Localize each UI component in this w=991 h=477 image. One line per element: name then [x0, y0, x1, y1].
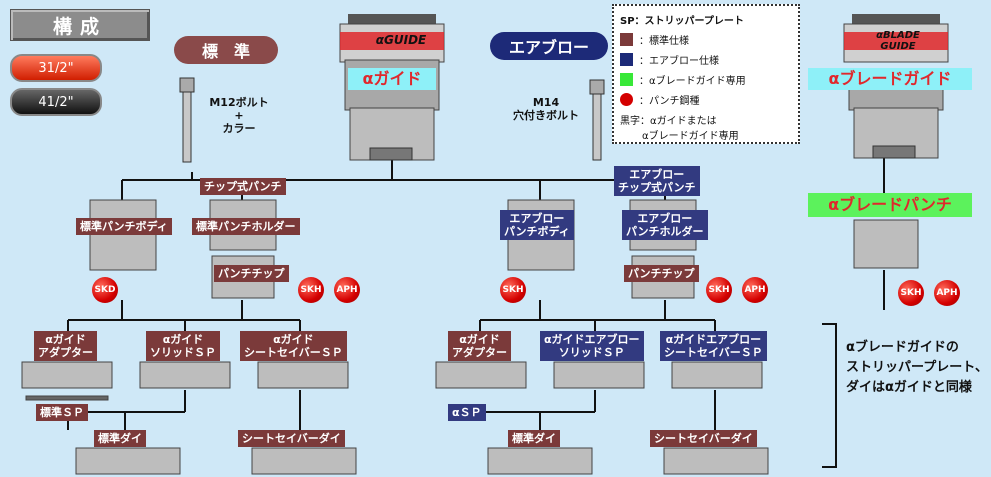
std-sp-tag: 標準ＳＰ	[36, 404, 88, 421]
legend-blade-text: ：αブレードガイド専用	[639, 76, 746, 87]
aph-ball-2: APH	[742, 277, 768, 303]
legend-box: SP：ストリッパープレート ：標準仕様 ：エアブロー仕様 ：αブレードガイド専用…	[612, 4, 800, 144]
adapter-1-line1: αガイド	[45, 333, 86, 346]
saver-2-line1: αガイドエアブロー	[665, 333, 762, 346]
legend-steel-swatch	[620, 93, 633, 106]
saver-1-line1: αガイド	[273, 333, 314, 346]
legend-steel-text: ：パンチ鋼種	[639, 96, 700, 107]
legend-standard-swatch	[620, 33, 633, 46]
skh-ball-4: SKH	[898, 280, 924, 306]
airblow-oval-text: エアブロー	[508, 38, 589, 57]
adapter-2-line2: アダプター	[452, 346, 507, 359]
air-holder-tag: エアブローパンチホルダー	[622, 210, 708, 240]
blade-note: αブレードガイドの ストリッパープレート、 ダイはαガイドと同様	[846, 338, 988, 398]
saver-2-tag: αガイドエアブローシートセイバーＳＰ	[660, 331, 767, 361]
legend-black-row: 黒字：αガイドまたは αブレードガイド専用	[620, 112, 739, 142]
adapter-2-tag: αガイドアダプター	[448, 331, 511, 361]
saver-1-tag: αガイドシートセイバーＳＰ	[240, 331, 347, 361]
page-title-text: 構成	[52, 15, 107, 38]
skd-ball: SKD	[92, 277, 118, 303]
air-body-line2: パンチボディ	[504, 225, 570, 238]
solid-1-line2: ソリッドＳＰ	[150, 346, 216, 359]
air-holder-line2: パンチホルダー	[626, 225, 704, 238]
blade-guide-label: αブレードガイド	[808, 68, 972, 90]
legend-airblow-row: ：エアブロー仕様	[620, 52, 719, 67]
die-shapes	[75, 447, 769, 475]
alpha-guide-label: αガイド	[348, 68, 436, 90]
std-body-tag: 標準パンチボディ	[76, 218, 172, 235]
air-body-line1: エアブロー	[509, 212, 565, 225]
skh-ball-2: SKH	[500, 277, 526, 303]
solid-2-tag: αガイドエアブローソリッドＳＰ	[540, 331, 644, 361]
air-body-tag: エアブローパンチボディ	[500, 210, 574, 240]
airblow-oval: エアブロー	[490, 32, 608, 60]
note-line1: αブレードガイドの	[846, 340, 959, 355]
air-holder-line1: エアブロー	[637, 212, 693, 225]
solid-1-tag: αガイドソリッドＳＰ	[146, 331, 220, 361]
size-3-5-label: 31/2"	[38, 60, 74, 76]
legend-standard-row: ：標準仕様	[620, 32, 689, 47]
skh-ball-3: SKH	[706, 277, 732, 303]
standard-oval-text: 標 準	[201, 42, 250, 61]
legend-standard-text: ：標準仕様	[639, 36, 689, 47]
saver-1-line2: シートセイバーＳＰ	[244, 346, 343, 359]
skh-ball-1: SKH	[298, 277, 324, 303]
blade-punch-label: αブレードパンチ	[808, 193, 972, 217]
legend-black-line2: αブレードガイド専用	[642, 131, 739, 142]
air-chip-punch-tag: エアブローチップ式パンチ	[614, 166, 700, 196]
adapter-1-tag: αガイドアダプター	[34, 331, 97, 361]
standard-oval: 標 準	[174, 36, 278, 64]
page-title: 構成	[10, 9, 150, 41]
m14-line1: M14	[532, 96, 560, 109]
solid-2-line2: ソリッドＳＰ	[558, 346, 625, 359]
air-chip-punch-line1: エアブロー	[629, 168, 685, 181]
air-chip-punch-line2: チップ式パンチ	[618, 181, 696, 194]
m14-bolt-text: M14 穴付きボルト	[502, 96, 590, 122]
legend-blade-swatch	[620, 73, 633, 86]
solid-2-line1: αガイドエアブロー	[544, 333, 640, 346]
adapter-2-line1: αガイド	[459, 333, 500, 346]
blade-guide-logo: αBLADE GUIDE	[876, 30, 920, 52]
m12-bolt-text: M12ボルト + カラー	[198, 96, 280, 135]
std-die-1-tag: 標準ダイ	[94, 430, 146, 447]
saver-2-line2: シートセイバーＳＰ	[664, 346, 763, 359]
size-4-5-button[interactable]: 41/2"	[10, 88, 102, 116]
chip-punch-tag: チップ式パンチ	[200, 178, 286, 195]
size-3-5-button[interactable]: 31/2"	[10, 54, 102, 82]
std-die-2-tag: 標準ダイ	[508, 430, 560, 447]
m14-line2: 穴付きボルト	[513, 109, 579, 122]
legend-blade-row: ：αブレードガイド専用	[620, 72, 746, 87]
solid-1-line1: αガイド	[162, 333, 204, 346]
std-holder-tag: 標準パンチホルダー	[192, 218, 300, 235]
adapter-1-line2: アダプター	[38, 346, 93, 359]
bolt-shapes	[179, 77, 605, 163]
legend-black-line1: 黒字：αガイドまたは	[620, 116, 717, 127]
saver-die-1-tag: シートセイバーダイ	[238, 430, 345, 447]
size-4-5-label: 41/2"	[38, 94, 74, 110]
saver-die-2-tag: シートセイバーダイ	[650, 430, 757, 447]
m12-line2: +	[234, 109, 244, 122]
alpha-sp-tag: αＳＰ	[448, 404, 486, 421]
m12-line1: M12ボルト	[209, 96, 269, 109]
alpha-guide-logo: αGUIDE	[375, 33, 427, 47]
legend-airblow-text: ：エアブロー仕様	[639, 56, 719, 67]
legend-airblow-swatch	[620, 53, 633, 66]
legend-steel-row: ：パンチ鋼種	[620, 92, 700, 107]
aph-ball-3: APH	[934, 280, 960, 306]
stripper-plate-shapes	[21, 361, 763, 401]
legend-sp: SP：ストリッパープレート	[620, 16, 744, 27]
m12-line3: カラー	[222, 122, 256, 135]
punch-tip-1-tag: パンチチップ	[214, 265, 289, 282]
note-line3: ダイはαガイドと同様	[846, 380, 972, 395]
aph-ball-1: APH	[334, 277, 360, 303]
note-line2: ストリッパープレート、	[846, 360, 988, 375]
punch-tip-2-tag: パンチチップ	[624, 265, 699, 282]
